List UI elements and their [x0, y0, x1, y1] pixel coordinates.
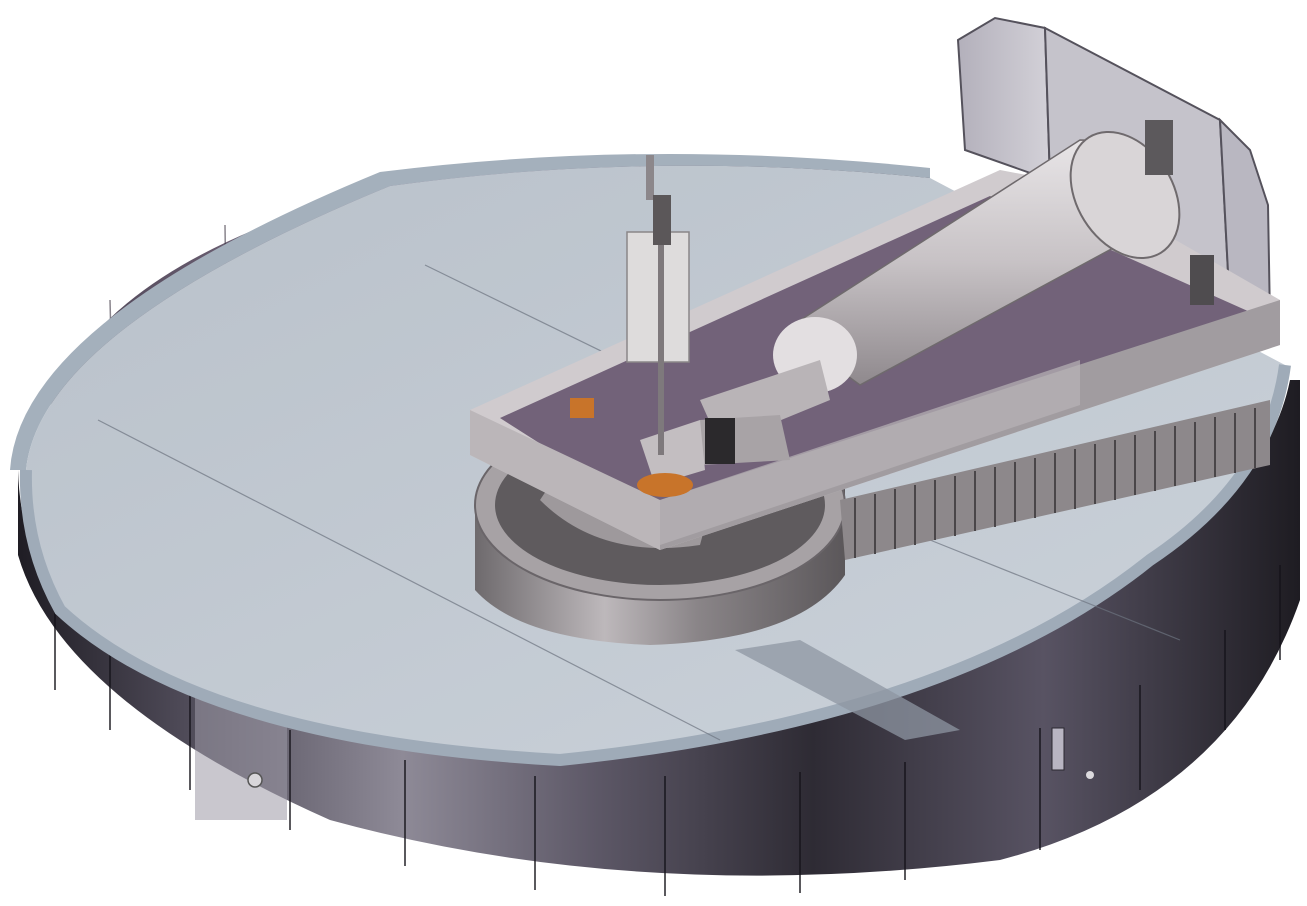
- door-window-icon: [1051, 727, 1065, 771]
- floor-rim-edge: [19, 364, 1291, 767]
- door-handle-icon: [247, 772, 263, 788]
- bearing-pads: [570, 398, 684, 494]
- instrument-mast: [626, 155, 690, 455]
- outer-wall-shell: [18, 380, 1300, 876]
- motor-housings: [1145, 120, 1214, 305]
- fin-array: [840, 400, 1270, 560]
- floor-shadow: [735, 640, 960, 740]
- outer-wall: [18, 380, 1300, 896]
- wall-panel-seams: [54, 565, 1281, 896]
- door-right: [1051, 727, 1094, 779]
